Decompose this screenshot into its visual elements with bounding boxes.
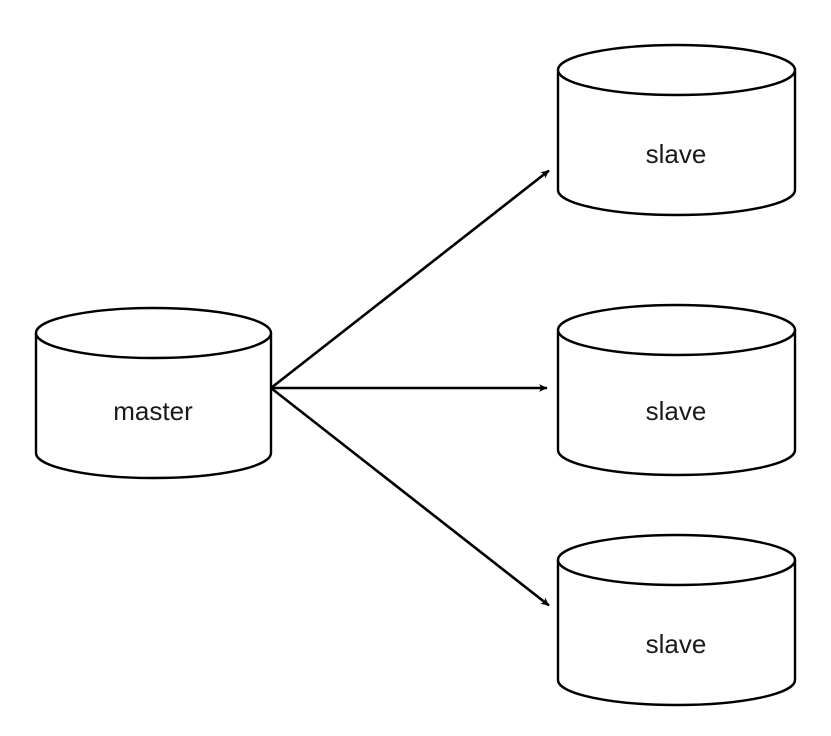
slave-2-label: slave bbox=[646, 396, 707, 426]
node-slave-3[interactable]: slave bbox=[556, 533, 797, 707]
slave-1-cylinder-top bbox=[556, 43, 797, 97]
edge-line-master-slave-1 bbox=[270, 169, 550, 390]
edge-group bbox=[270, 169, 550, 607]
node-master[interactable]: master bbox=[34, 306, 273, 480]
edge-master-to-slave-1[interactable] bbox=[270, 169, 550, 390]
master-cylinder-top bbox=[34, 306, 273, 360]
slave-2-cylinder-body bbox=[556, 328, 797, 477]
edge-line-master-slave-3 bbox=[270, 386, 550, 607]
slave-3-cylinder-top bbox=[556, 533, 797, 587]
master-label: master bbox=[113, 396, 193, 426]
master-cylinder-body bbox=[34, 331, 273, 480]
slave-3-label: slave bbox=[646, 629, 707, 659]
slave-1-label: slave bbox=[646, 139, 707, 169]
slave-3-cylinder-body bbox=[556, 558, 797, 707]
node-slave-1[interactable]: slave bbox=[556, 43, 797, 217]
edge-master-to-slave-3[interactable] bbox=[270, 386, 550, 607]
slave-2-cylinder-top bbox=[556, 303, 797, 357]
slave-1-cylinder-body bbox=[556, 68, 797, 217]
node-slave-2[interactable]: slave bbox=[556, 303, 797, 477]
